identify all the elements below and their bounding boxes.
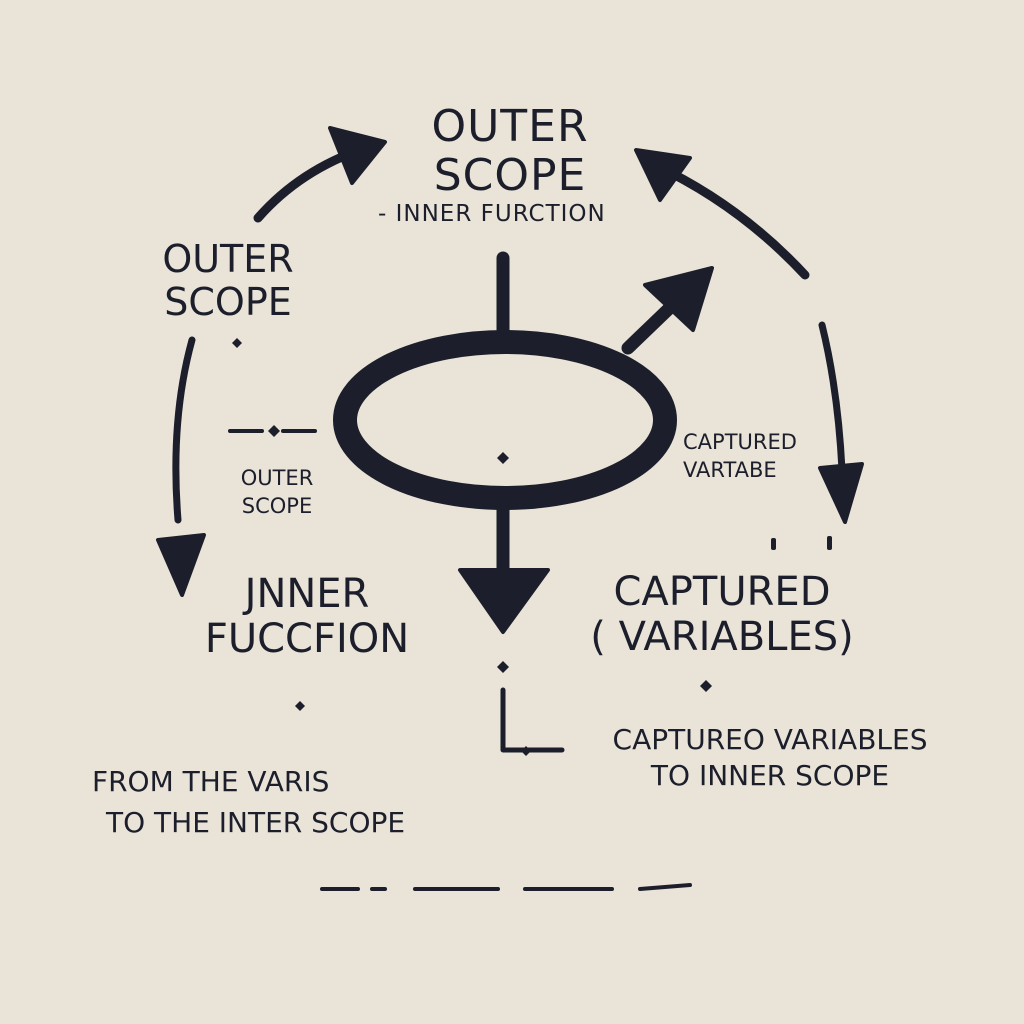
left-small-outer-scope-label: OUTER SCOPE (240, 466, 314, 519)
arrowhead-right-descending (818, 462, 864, 524)
arrowhead-left-descending (156, 533, 206, 597)
tick-mark (771, 538, 776, 550)
diamond-marker (232, 338, 242, 348)
bottom-bracket (500, 687, 565, 753)
arrowhead-top-to-right (634, 148, 692, 202)
arrow-right-descending (818, 321, 846, 474)
arrowhead-diagonal (643, 266, 714, 332)
tick-mark (827, 536, 832, 550)
captured-to-inner-scope-label: CAPTUREO VARIABLES TO INNER SCOPE (612, 723, 928, 793)
diamond-marker (268, 425, 280, 437)
arrowhead-left-to-top (328, 126, 387, 185)
arrow-top-to-right (650, 160, 810, 280)
top-inner-function-subtitle: - INNER FURCTION (378, 201, 606, 227)
tick-mark (497, 262, 499, 264)
captured-variable-small-label: CAPTURED VARTABE (683, 430, 797, 483)
top-outer-scope-label: OUTER SCOPE (431, 101, 589, 202)
from-variables-label: FROM THE VARIS TO THE INTER SCOPE (92, 765, 406, 839)
left-outer-scope-label: OUTER SCOPE (162, 237, 294, 324)
bottom-dash (638, 883, 692, 891)
arrowhead-down (458, 568, 550, 634)
diamond-marker (497, 661, 509, 673)
closure-ellipse (333, 330, 677, 510)
captured-variables-label: CAPTURED ( VARIABLES) (590, 569, 854, 660)
inner-function-label: JNNER FUCCFION (204, 571, 410, 662)
diamond-marker (497, 452, 509, 464)
diamond-marker (700, 680, 712, 692)
diamond-marker (521, 746, 531, 756)
diamond-marker (295, 701, 305, 711)
arrow-left-descending (172, 336, 196, 524)
